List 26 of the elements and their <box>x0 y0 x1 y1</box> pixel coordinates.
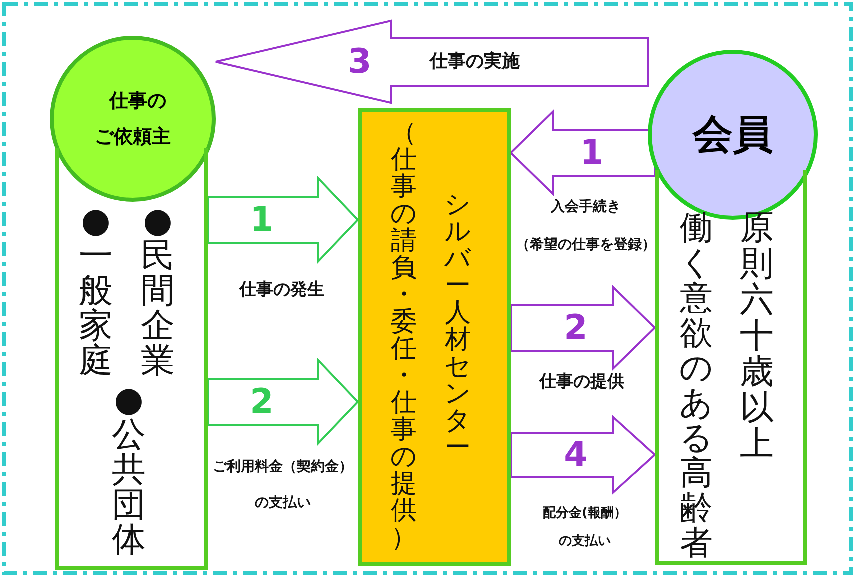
client-type-text: ●一般家庭 <box>78 204 114 379</box>
caption-text: 配分金(報酬）の支払い <box>542 505 628 551</box>
caption-text: 仕事の発生 <box>238 279 326 302</box>
center-role-text: （仕事の請負・委任・仕事の提供） <box>390 120 418 552</box>
block-arrow <box>207 358 360 446</box>
caption-text: ご利用料金（契約金）の支払い <box>212 458 354 513</box>
block-arrow <box>510 284 656 372</box>
step-number: 1 <box>250 203 274 237</box>
block-arrow <box>510 414 656 496</box>
step-number: 2 <box>564 311 588 345</box>
block-arrow <box>510 110 656 196</box>
client-circle: 仕事のご依頼主 <box>50 36 216 202</box>
caption-text: 仕事の提供 <box>538 371 626 394</box>
client-type-text: ●民間企業 <box>140 204 176 379</box>
step-number: 1 <box>580 136 604 170</box>
center-box <box>358 108 511 566</box>
step-number: 3 <box>348 45 372 79</box>
client-box <box>55 148 208 570</box>
step-number: 4 <box>564 438 588 472</box>
caption-text: 仕事の実施 <box>428 50 521 74</box>
step-number: 2 <box>250 385 274 419</box>
member-box <box>655 170 807 565</box>
block-arrow <box>215 20 649 104</box>
center-name-text: シルバー人材センター <box>444 192 472 462</box>
block-arrow <box>207 176 360 264</box>
client-type-text: ●公共団体 <box>111 383 147 558</box>
